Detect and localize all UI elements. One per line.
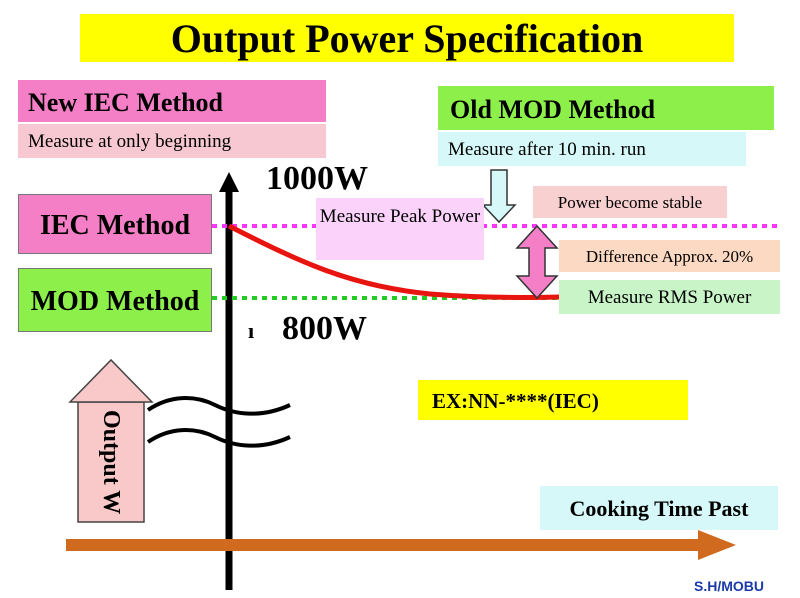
power-curve [227,223,561,301]
level-800w-label: 800W [282,310,367,347]
axis-break-lower [146,428,291,448]
old-mod-method-description: Measure after 10 min. run [438,132,746,166]
credit-label: S.H/MOBU [694,578,764,594]
page-title: Output Power Specification [80,14,734,62]
measure-rms-callout: Measure RMS Power [559,280,780,314]
output-w-arrowhead [68,358,154,403]
measure-peak-power-callout: Measure Peak Power [316,198,484,260]
power-stable-callout: Power become stable [533,186,727,218]
output-axis-arrowhead [219,172,239,192]
level-800w-tick: ı [248,318,255,343]
difference-callout: Difference Approx. 20% [559,240,780,272]
level-1000w-label: 1000W [266,160,368,197]
y-axis-label: Output W [98,409,124,515]
x-axis-label: Cooking Time Past [540,486,778,530]
mod-method-box: MOD Method [18,268,212,332]
time-axis-arrowhead [698,530,736,560]
old-mod-method-label: Old MOD Method [438,86,774,130]
measure-point-arrow [481,169,517,224]
new-iec-method-label: New IEC Method [18,80,326,122]
new-iec-method-description: Measure at only beginning [18,124,326,158]
iec-method-box: IEC Method [18,194,212,254]
difference-arrow [515,224,559,300]
axis-break-upper [146,396,291,416]
example-model-label: EX:NN-****(IEC) [418,380,688,420]
